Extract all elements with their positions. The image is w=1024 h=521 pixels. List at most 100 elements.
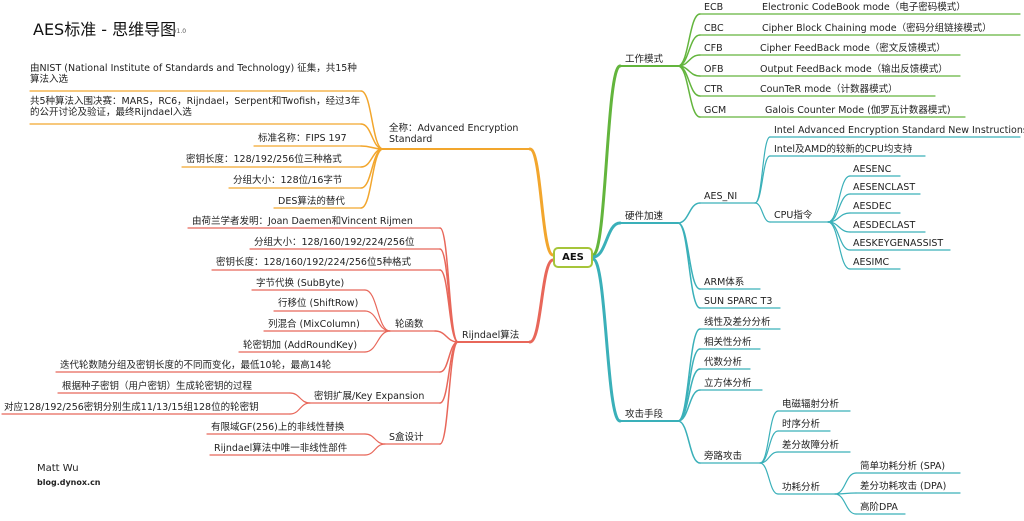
- topic-nist-selection[interactable]: 由NIST (National Institute of Standards a…: [30, 63, 357, 85]
- branch-rijndael: [528, 258, 555, 344]
- topic-cpu-instructions[interactable]: CPU指令: [774, 210, 813, 221]
- topic-sbox[interactable]: S盒设计: [389, 432, 424, 443]
- insn-aesenc[interactable]: AESENC: [853, 164, 892, 175]
- topic-sparc[interactable]: SUN SPARC T3: [704, 296, 773, 307]
- topic-addroundkey[interactable]: 轮密钥加 (AddRoundKey): [243, 340, 358, 351]
- mode-cbc-desc[interactable]: Cipher Block Chaining mode（密码分组链接模式）: [762, 23, 992, 34]
- topic-des-replacement[interactable]: DES算法的替代: [278, 196, 345, 207]
- central-topic-aes[interactable]: AES: [553, 247, 593, 268]
- attack-correlation[interactable]: 相关性分析: [704, 337, 752, 348]
- topic-aes-ni-full[interactable]: Intel Advanced Encryption Standard New I…: [774, 125, 1024, 136]
- branch-rijndael-item: [439, 269, 459, 343]
- attack-algebraic[interactable]: 代数分析: [704, 357, 743, 368]
- branch-sbox: [439, 341, 459, 445]
- topic-aes-ni[interactable]: AES_NI: [704, 191, 738, 202]
- branch-side-item: [759, 410, 779, 464]
- mode-ofb-abbr[interactable]: OFB: [704, 64, 724, 75]
- version-label: v1.0: [173, 28, 187, 35]
- topic-key-length[interactable]: 密钥长度：128/192/256位三种格式: [186, 154, 342, 165]
- attack-timing[interactable]: 时序分析: [782, 419, 821, 430]
- topic-attacks[interactable]: 攻击手段: [625, 409, 664, 420]
- topic-inventors[interactable]: 由荷兰学者发明：Joan Daemen和Vincent Rijmen: [192, 216, 413, 227]
- branch-power-item: [834, 472, 857, 495]
- topic-round-keys[interactable]: 对应128/192/256密钥分别生成11/13/15组128位的轮密钥: [4, 402, 259, 413]
- attack-fault[interactable]: 差分故障分析: [782, 440, 840, 451]
- topic-block-size[interactable]: 分组大小：128位/16字节: [233, 175, 343, 186]
- branch-attack-item: [677, 348, 701, 422]
- branch-cpu: [754, 202, 771, 223]
- branch-keyexp-item: [289, 402, 311, 415]
- insn-aeskeygenassist[interactable]: AESKEYGENASSIST: [853, 238, 944, 249]
- branch-round-item: [364, 310, 391, 332]
- branch-rijndael-item: [439, 227, 459, 343]
- branch-sparc: [677, 222, 701, 309]
- topic-power-analysis[interactable]: 功耗分析: [782, 482, 821, 493]
- mode-cbc-abbr[interactable]: CBC: [704, 23, 724, 34]
- attack-em[interactable]: 电磁辐射分析: [782, 399, 840, 410]
- branch-fullname: [528, 147, 555, 257]
- topic-subbyte[interactable]: 字节代换 (SubByte): [256, 278, 345, 289]
- branch-cpu-item: [827, 175, 851, 223]
- attack-spa[interactable]: 简单功耗分析 (SPA): [860, 461, 946, 472]
- branch-power: [759, 462, 779, 495]
- mode-ecb-desc[interactable]: Electronic CodeBook mode（电子密码模式）: [762, 2, 966, 13]
- branch-power-item: [834, 493, 857, 515]
- branch-round-item: [364, 330, 391, 353]
- branch-fullname-item: [360, 123, 384, 150]
- branch-modes: [591, 64, 622, 257]
- topic-key-expansion[interactable]: 密钥扩展/Key Expansion: [314, 391, 425, 402]
- branch-hw: [591, 221, 622, 259]
- mode-gcm-desc[interactable]: Galois Counter Mode (伽罗瓦计数器模式): [765, 105, 951, 116]
- branch-cpu-item: [827, 221, 851, 270]
- branch-round-item: [364, 289, 391, 332]
- topic-mixcolumn[interactable]: 列混合 (MixColumn): [268, 319, 360, 330]
- author-site: blog.dynox.cn: [37, 478, 101, 487]
- topic-rijndael-key-length[interactable]: 密钥长度：128/160/192/224/256位5种格式: [216, 257, 412, 268]
- branch-rijndael-item: [439, 248, 459, 343]
- attack-dpa[interactable]: 差分功耗攻击 (DPA): [860, 481, 947, 492]
- topic-rijndael-block-size[interactable]: 分组大小：128/160/192/224/256位: [254, 237, 415, 248]
- topic-hw-accel[interactable]: 硬件加速: [625, 211, 664, 222]
- attack-linear-diff[interactable]: 线性及差分分析: [704, 317, 771, 328]
- attack-cube[interactable]: 立方体分析: [704, 378, 752, 389]
- insn-aesimc[interactable]: AESIMC: [853, 257, 890, 268]
- topic-finalists[interactable]: 共5种算法入围决赛：MARS，RC6，Rijndael，Serpent和Twof…: [30, 96, 361, 118]
- branch-mode-item: [677, 65, 701, 118]
- mode-gcm-abbr[interactable]: GCM: [704, 105, 727, 116]
- insn-aesdeclast[interactable]: AESDECLAST: [853, 220, 916, 231]
- mode-cfb-abbr[interactable]: CFB: [704, 43, 723, 54]
- branch-aesni-item: [754, 155, 771, 204]
- branch-mode-item: [677, 13, 701, 67]
- topic-rijndael[interactable]: Rijndael算法: [462, 330, 520, 341]
- branch-round: [434, 330, 459, 343]
- mode-ctr-desc[interactable]: CounTeR mode（计数器模式）: [760, 84, 898, 95]
- attack-high-order-dpa[interactable]: 高阶DPA: [860, 502, 898, 513]
- branch-attack-item: [677, 389, 701, 422]
- branch-attacks: [591, 257, 622, 423]
- branch-sbox-item: [364, 443, 386, 456]
- mode-ecb-abbr[interactable]: ECB: [704, 2, 724, 13]
- topic-shiftrow[interactable]: 行移位 (ShiftRow): [278, 298, 359, 309]
- topic-nonlinear[interactable]: Rijndael算法中唯一非线性部件: [214, 443, 348, 454]
- topic-full-name[interactable]: 全称：Advanced Encryption Standard: [389, 123, 519, 145]
- topic-gf256[interactable]: 有限域GF(256)上的非线性替换: [211, 422, 345, 433]
- topic-side-channel[interactable]: 旁路攻击: [704, 451, 743, 462]
- branch-aesni: [677, 202, 701, 224]
- branch-fullname-item: [360, 90, 384, 150]
- topic-arm[interactable]: ARM体系: [704, 277, 745, 288]
- topic-round-count[interactable]: 迭代轮数随分组及密钥长度的不同而变化，最低10轮，最高14轮: [60, 360, 332, 371]
- mode-cfb-desc[interactable]: Cipher FeedBack mode（密文反馈模式）: [760, 43, 946, 54]
- branch-side-item: [759, 451, 779, 464]
- topic-fips197[interactable]: 标准名称：FIPS 197: [258, 133, 347, 144]
- mode-ofb-desc[interactable]: Output FeedBack mode（输出反馈模式）: [760, 64, 948, 75]
- branch-side-item: [759, 430, 779, 464]
- mode-ctr-abbr[interactable]: CTR: [704, 84, 724, 95]
- insn-aesdec[interactable]: AESDEC: [853, 201, 892, 212]
- topic-modes[interactable]: 工作模式: [625, 54, 664, 65]
- topic-round-function[interactable]: 轮函数: [395, 319, 424, 330]
- topic-key-expansion-process[interactable]: 根据种子密钥（用户密钥）生成轮密钥的过程: [62, 381, 253, 392]
- page-title: AES标准 - 思维导图: [33, 20, 177, 39]
- insn-aesenclast[interactable]: AESENCLAST: [853, 182, 916, 193]
- topic-cpu-support[interactable]: Intel及AMD的较新的CPU均支持: [774, 144, 913, 155]
